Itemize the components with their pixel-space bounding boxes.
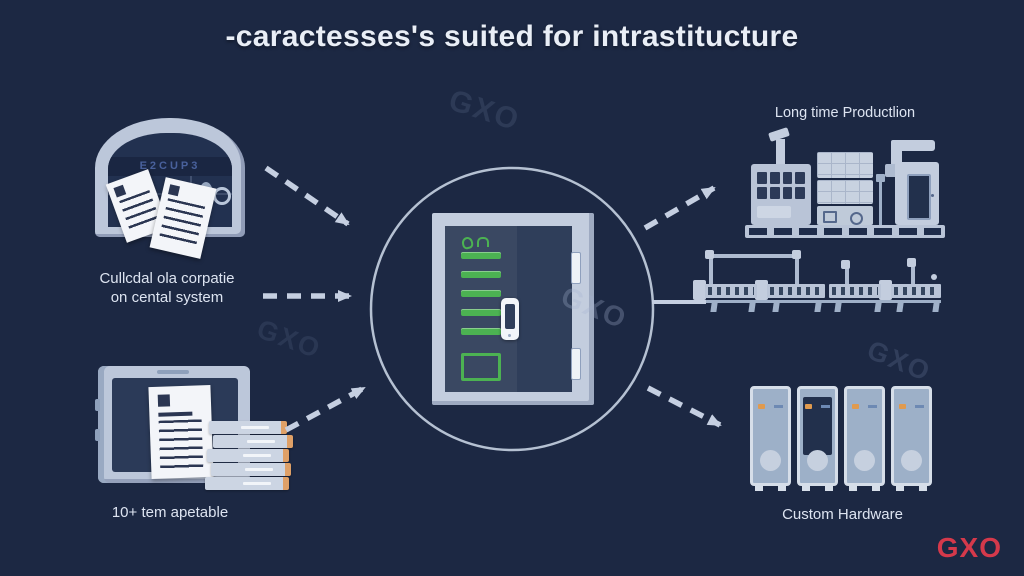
label-production: Long time Productlion <box>774 105 916 121</box>
server-tower <box>844 386 885 491</box>
crate-icon <box>817 152 873 178</box>
cabinet-icon <box>895 162 939 225</box>
tablet-button <box>95 399 100 411</box>
control-unit-icon <box>817 206 873 225</box>
door-panel-right <box>517 226 572 392</box>
server-tower <box>891 386 932 491</box>
tower-foot <box>802 486 810 491</box>
conveyor-node <box>841 260 850 269</box>
door-handle <box>501 298 519 340</box>
conveyor-node <box>705 250 714 259</box>
conveyor-node <box>907 258 916 267</box>
crate-icon <box>817 180 873 204</box>
tower-foot <box>919 486 927 491</box>
tower-foot <box>755 486 763 491</box>
tower-foot <box>872 486 880 491</box>
belt-segment <box>891 284 941 298</box>
arrow-center-to-production <box>643 185 716 231</box>
tablet-camera-slot <box>157 370 189 374</box>
label-line: on cental system <box>110 288 224 306</box>
vault-illustration: E2CUP3 <box>95 118 245 259</box>
status-glyph-icon <box>477 237 489 247</box>
server-tower <box>797 386 838 491</box>
conveyor-illustration <box>693 250 943 320</box>
conveyor-sensor <box>931 274 937 280</box>
machine-drawer <box>757 206 791 218</box>
tower-foot <box>825 486 833 491</box>
platform-rail <box>745 225 945 238</box>
conveyor-post <box>709 254 713 286</box>
power-led <box>899 404 906 409</box>
tower-foot <box>896 486 904 491</box>
page-title: -caractesses's suited for intrastituctur… <box>225 20 799 53</box>
led-outline <box>461 353 501 381</box>
machine-icon <box>751 164 811 225</box>
door-panels <box>445 226 572 392</box>
conveyor-rail <box>693 300 941 303</box>
label-central-system: Cullcdal ola corpatie on cental system <box>62 270 272 308</box>
tablet-button <box>95 429 100 441</box>
stacked-drive-icon <box>209 421 287 434</box>
led-bar <box>461 252 501 259</box>
status-led <box>774 405 783 408</box>
stacked-drive-icon <box>213 435 293 448</box>
conveyor-frame <box>709 254 801 258</box>
pipe-icon <box>891 140 902 166</box>
led-bar <box>461 290 501 297</box>
stacked-drive-icon <box>207 449 289 462</box>
fan-circle <box>901 450 922 471</box>
gxo-logo: GXO <box>936 532 1002 563</box>
label-custom-hardware: Custom Hardware <box>782 506 903 523</box>
belt-segment <box>829 284 881 298</box>
server-towers-illustration <box>750 386 936 492</box>
fan-circle <box>807 450 828 471</box>
label-templates: 10+ tem apetable <box>111 504 229 521</box>
status-led <box>868 405 877 408</box>
door-hinge <box>571 348 581 380</box>
central-circle <box>369 166 655 452</box>
server-tower <box>750 386 791 491</box>
led-bar <box>461 328 501 335</box>
arrow-tablet-to-center <box>284 385 366 433</box>
junction-box <box>693 280 706 300</box>
fan-circle <box>854 450 875 471</box>
conveyor-post <box>795 254 799 286</box>
conveyor-post <box>845 266 849 286</box>
chimney-icon <box>776 139 785 167</box>
power-led <box>805 404 812 409</box>
pipe-pole <box>876 174 885 225</box>
factory-illustration <box>745 126 945 238</box>
pipe-icon <box>891 140 935 151</box>
power-led <box>852 404 859 409</box>
server-door-illustration <box>432 213 594 405</box>
junction-box <box>879 280 892 300</box>
belt-segment <box>767 284 825 298</box>
led-bar <box>461 271 501 278</box>
label-line: Cullcdal ola corpatie <box>99 270 235 287</box>
tablet-illustration <box>95 361 293 493</box>
stacked-drive-icon <box>211 463 291 476</box>
tower-foot <box>849 486 857 491</box>
status-glyph-icon <box>460 235 475 251</box>
conveyor-node <box>792 250 801 259</box>
tower-foot <box>778 486 786 491</box>
power-led <box>758 404 765 409</box>
status-led <box>915 405 924 408</box>
status-led <box>821 405 830 408</box>
junction-box <box>755 280 768 300</box>
machine-grid <box>757 172 805 199</box>
belt-segment <box>705 284 757 298</box>
led-bar <box>461 309 501 316</box>
arrow-vault-to-center <box>264 165 350 227</box>
conveyor-post <box>911 264 915 286</box>
door-hinge <box>571 252 581 284</box>
stacked-drive-icon <box>205 477 289 490</box>
arrow-center-to-hardware <box>646 385 722 428</box>
fan-circle <box>760 450 781 471</box>
